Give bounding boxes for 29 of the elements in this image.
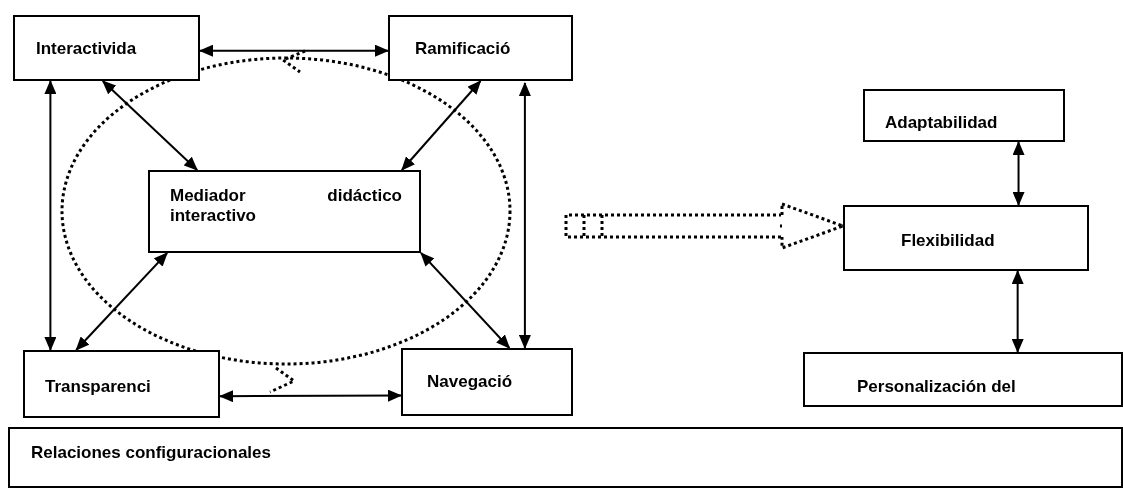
arrow <box>1012 141 1025 206</box>
concept-box <box>863 89 1065 142</box>
arrow <box>1011 270 1024 353</box>
concept-box <box>803 352 1123 407</box>
concept-label: Adaptabilidad <box>885 113 998 133</box>
concept-label: Transparenci <box>45 377 151 397</box>
caption-box <box>8 427 1123 488</box>
concept-box <box>13 15 200 81</box>
arrow <box>199 44 389 57</box>
concept-label: Mediador didáctico interactivo <box>170 186 402 226</box>
concept-label: Interactivida <box>36 39 137 59</box>
hollow-arrow <box>564 202 845 250</box>
arrow <box>420 252 511 349</box>
arrow <box>219 389 402 403</box>
concept-label: Ramificació <box>415 39 511 59</box>
arrow <box>75 252 169 351</box>
arrow <box>44 80 57 351</box>
arrow <box>400 80 482 171</box>
arrow <box>518 82 531 349</box>
concept-box <box>401 348 573 416</box>
caption-text: Relaciones configuracionales <box>31 443 271 463</box>
concept-label: Flexibilidad <box>901 231 995 251</box>
concept-box <box>23 350 220 418</box>
concept-box <box>388 15 573 81</box>
concept-label: Personalización del <box>857 377 1016 397</box>
arrow <box>101 80 199 171</box>
concept-box <box>843 205 1089 271</box>
concept-box <box>148 170 421 253</box>
concept-label: Navegació <box>427 372 513 392</box>
